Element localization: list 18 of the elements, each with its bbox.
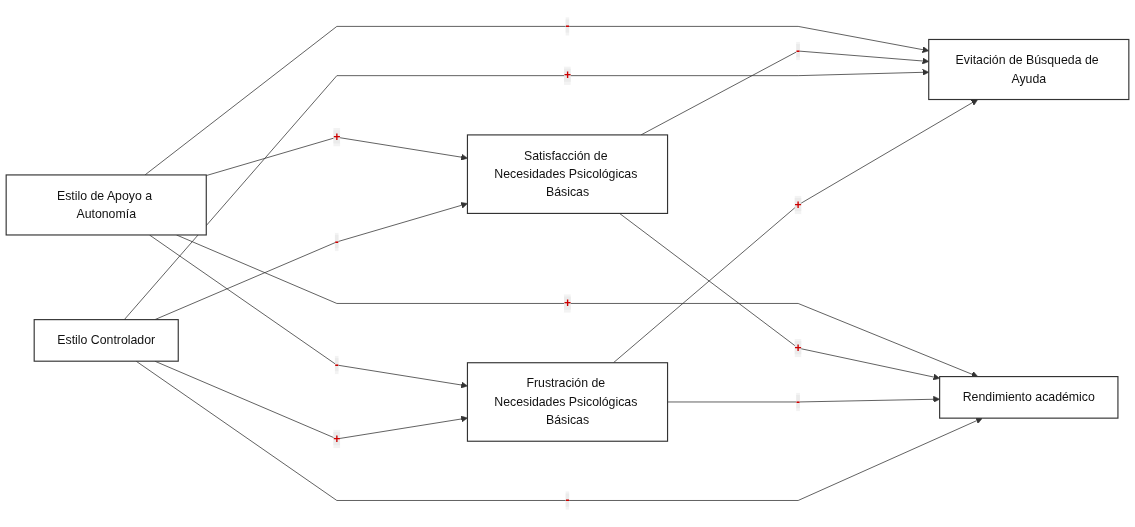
edge-label: + (333, 130, 341, 144)
node-box: Rendimiento académico (939, 376, 1119, 419)
edge-label: + (794, 198, 802, 212)
edge-label: - (565, 493, 570, 507)
edge-label: - (334, 235, 339, 249)
edge-label: + (333, 432, 341, 446)
node-box: Satisfacción de Necesidades Psicológicas Básicas (466, 134, 669, 215)
node-box: Estilo de Apoyo a Autonomía (5, 174, 207, 236)
edge-label: - (796, 44, 801, 58)
edge-label: - (565, 19, 570, 33)
node-box: Frustración de Necesidades Psicológicas Básicas (466, 362, 669, 442)
node-box: Estilo Controlador (33, 319, 179, 362)
edge-label: - (796, 395, 801, 409)
edge-label: + (563, 296, 572, 310)
edge-label: + (794, 341, 802, 355)
edge-label: + (563, 68, 572, 82)
edge-label: - (334, 358, 339, 372)
node-box: Evitación de Búsqueda de Ayuda (928, 38, 1130, 101)
